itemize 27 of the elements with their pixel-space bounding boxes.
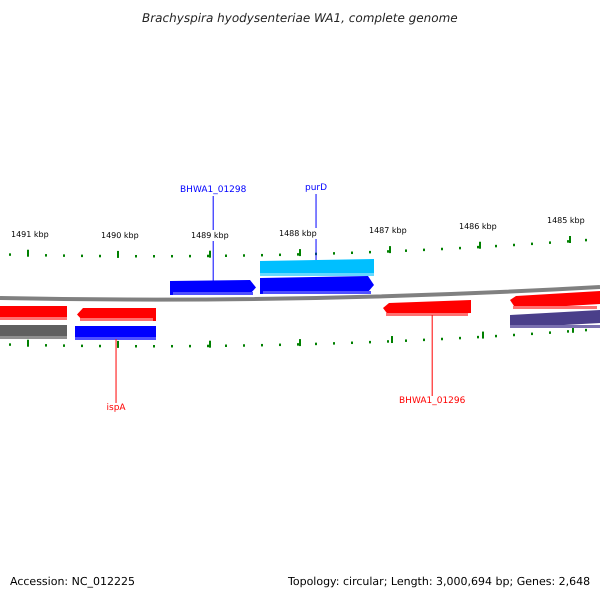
gene-bar (260, 259, 374, 276)
gene-feature (510, 291, 600, 309)
gene-label: BHWA1_01298 (180, 185, 246, 196)
diagram-title: Brachyspira hyodysenteriae WA1, complete genome (142, 11, 458, 25)
gene-bar (0, 306, 67, 320)
scale-label: 1490 kbp (101, 230, 139, 241)
gene-feature (77, 308, 156, 321)
gene-feature (170, 280, 256, 295)
scale-label: 1486 kbp (459, 220, 497, 232)
gene-feature (260, 276, 374, 294)
scale-label: 1487 kbp (369, 225, 407, 236)
footer-text: Accession: NC_012225 (10, 575, 136, 588)
gene-label: ispA (106, 403, 126, 414)
gene-bar (75, 326, 156, 340)
gene-label: purD (305, 183, 328, 194)
leader-line (432, 314, 433, 396)
scale-label: 1489 kbp (191, 230, 229, 241)
leader-line (212, 196, 214, 282)
leader-line (116, 338, 117, 404)
scale-label: 1485 kbp (547, 215, 585, 226)
footer-text: Topology: circular; Length: 3,000,694 bp; Genes: 2,648 (288, 575, 590, 588)
gene-bar (0, 325, 67, 339)
scale-label: 1488 kbp (279, 228, 317, 240)
gene-feature (383, 300, 471, 316)
scale-label: 1491 kbp (11, 228, 49, 240)
gene-label: BHWA1_01296 (399, 396, 466, 407)
gene-bar (510, 310, 600, 328)
